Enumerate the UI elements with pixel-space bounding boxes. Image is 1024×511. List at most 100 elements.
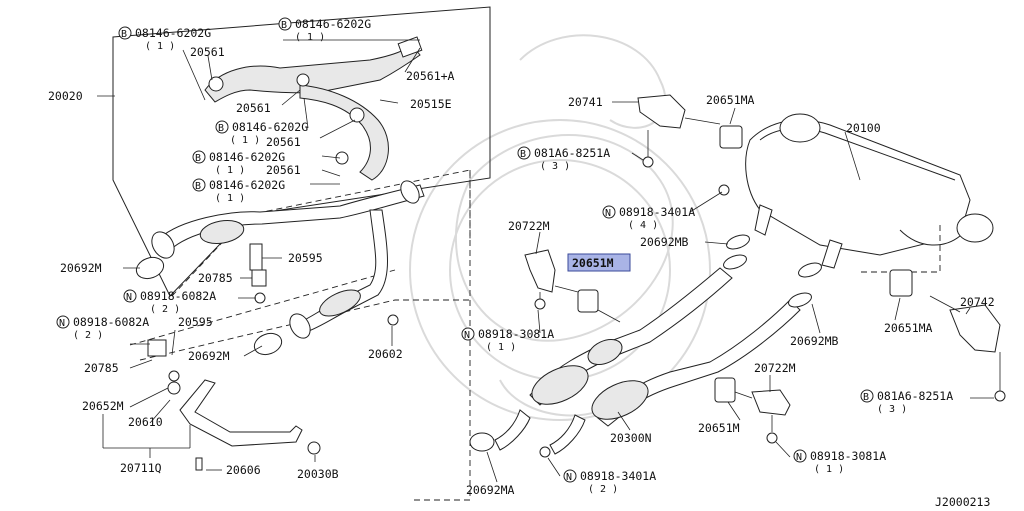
lower-right-hanger-20742	[889, 269, 1006, 402]
label-20711Q: 20711Q	[120, 461, 162, 475]
svg-text:B: B	[520, 149, 526, 160]
svg-text:( 1 ): ( 1 )	[295, 32, 325, 43]
front-pipe-dashed-frame	[129, 169, 471, 501]
label-20692MB-b: 20692MB	[790, 334, 839, 348]
label-20561-b: 20561	[236, 101, 271, 115]
svg-text:( 4 ): ( 4 )	[628, 220, 658, 231]
svg-text:081A6-8251A: 081A6-8251A	[534, 146, 610, 160]
svg-text:B: B	[863, 392, 869, 403]
label-20692M-b: 20692M	[188, 349, 230, 363]
nut-callout-d: N 08918-3081A ( 1 )	[461, 327, 554, 353]
label-20692MB-a: 20692MB	[640, 235, 689, 249]
rear-bracket-20711Q	[179, 379, 321, 471]
svg-text:08146-6202G: 08146-6202G	[209, 150, 285, 164]
label-20651MA-a: 20651MA	[706, 93, 755, 107]
svg-text:B: B	[281, 20, 287, 31]
svg-text:( 2 ): ( 2 )	[73, 330, 103, 341]
label-20722M-a: 20722M	[508, 219, 550, 233]
label-20785-b: 20785	[84, 361, 119, 375]
label-20595-b: 20595	[178, 315, 213, 329]
svg-text:N: N	[796, 452, 802, 463]
svg-text:( 1 ): ( 1 )	[145, 41, 175, 52]
right-gaskets	[469, 184, 822, 458]
label-20515E: 20515E	[410, 97, 452, 111]
highlighted-part-20651M[interactable]: 20651M	[567, 253, 631, 272]
label-20561A: 20561+A	[406, 69, 455, 83]
svg-text:( 1 ): ( 1 )	[814, 464, 844, 475]
svg-text:( 2 ): ( 2 )	[588, 484, 618, 495]
bolt-callout-g: B 081A6-8251A ( 3 )	[860, 389, 953, 415]
svg-text:081A6-8251A: 081A6-8251A	[877, 389, 953, 403]
label-20561-c: 20561	[266, 135, 301, 149]
svg-text:( 1 ): ( 1 )	[215, 193, 245, 204]
label-20652M: 20652M	[82, 399, 124, 413]
label-20602: 20602	[368, 347, 403, 361]
svg-text:20651M: 20651M	[572, 256, 614, 270]
label-20785-a: 20785	[198, 271, 233, 285]
label-20692M-a: 20692M	[60, 261, 102, 275]
nut-callout-f: N 08918-3401A ( 2 )	[563, 469, 656, 495]
label-20651M: 20651M	[698, 421, 740, 435]
svg-text:( 1 ): ( 1 )	[215, 165, 245, 176]
center-pipe-20300N	[494, 267, 801, 455]
bolt-callout-a: B 08146-6202G ( 1 )	[118, 26, 211, 52]
svg-text:08918-3081A: 08918-3081A	[810, 449, 886, 463]
svg-text:08918-3401A: 08918-3401A	[619, 205, 695, 219]
nut-callout-c: N 08918-3401A ( 4 )	[602, 205, 695, 231]
bolt-callout-c: B 08146-6202G ( 1 )	[215, 120, 308, 146]
label-20742: 20742	[960, 295, 995, 309]
bolt-callout-d: B 08146-6202G ( 1 )	[192, 150, 285, 176]
svg-text:08146-6202G: 08146-6202G	[209, 178, 285, 192]
main-muffler-20100	[745, 113, 994, 269]
svg-text:B: B	[218, 123, 224, 134]
diagram-code: J2000213	[935, 495, 990, 509]
label-20722M-b: 20722M	[754, 361, 796, 375]
svg-text:08146-6202G: 08146-6202G	[295, 17, 371, 31]
svg-text:08918-3401A: 08918-3401A	[580, 469, 656, 483]
y-pipe-20515E	[204, 36, 423, 181]
svg-text:( 2 ): ( 2 )	[150, 304, 180, 315]
label-20300N: 20300N	[610, 431, 652, 445]
label-20561-d: 20561	[266, 163, 301, 177]
label-20606: 20606	[226, 463, 261, 477]
bolt-callout-f: B 081A6-8251A ( 3 )	[517, 146, 610, 172]
svg-text:08918-6082A: 08918-6082A	[73, 315, 149, 329]
svg-text:08146-6202G: 08146-6202G	[232, 120, 308, 134]
leader-lines	[97, 39, 994, 483]
svg-text:08918-3081A: 08918-3081A	[478, 327, 554, 341]
svg-text:( 1 ): ( 1 )	[230, 135, 260, 146]
svg-text:08918-6082A: 08918-6082A	[140, 289, 216, 303]
part-labels: 20020 B 08146-6202G ( 1 ) 20561 B 08146-…	[48, 17, 995, 509]
svg-text:( 3 ): ( 3 )	[540, 161, 570, 172]
label-20100: 20100	[846, 121, 881, 135]
mount-bracket-20722M-upper	[524, 249, 621, 323]
label-20741: 20741	[568, 95, 603, 109]
label-20020: 20020	[48, 89, 83, 103]
svg-text:08146-6202G: 08146-6202G	[135, 26, 211, 40]
label-20610: 20610	[128, 415, 163, 429]
left-gaskets	[135, 256, 399, 395]
svg-text:B: B	[121, 29, 127, 40]
svg-text:B: B	[195, 181, 201, 192]
upper-hanger-20741	[637, 94, 743, 168]
svg-text:N: N	[464, 330, 470, 341]
svg-text:( 3 ): ( 3 )	[877, 404, 907, 415]
svg-text:N: N	[566, 472, 572, 483]
bolt-callout-e: B 08146-6202G ( 1 )	[192, 178, 285, 204]
svg-text:N: N	[605, 208, 611, 219]
svg-text:B: B	[195, 153, 201, 164]
label-20692MA: 20692MA	[466, 483, 515, 497]
watermark-emblem	[409, 34, 711, 421]
svg-text:N: N	[59, 318, 65, 329]
svg-text:( 1 ): ( 1 )	[486, 342, 516, 353]
nut-callout-e: N 08918-3081A ( 1 )	[793, 449, 886, 475]
bolt-callout-b: B 08146-6202G ( 1 )	[278, 17, 371, 43]
mount-bracket-20722M-lower	[714, 377, 791, 444]
label-20561-a: 20561	[190, 45, 225, 59]
svg-text:N: N	[126, 292, 132, 303]
front-tube-with-catalysts	[151, 180, 425, 339]
label-20595-a: 20595	[288, 251, 323, 265]
nut-callout-b: N 08918-6082A ( 2 )	[56, 315, 149, 341]
